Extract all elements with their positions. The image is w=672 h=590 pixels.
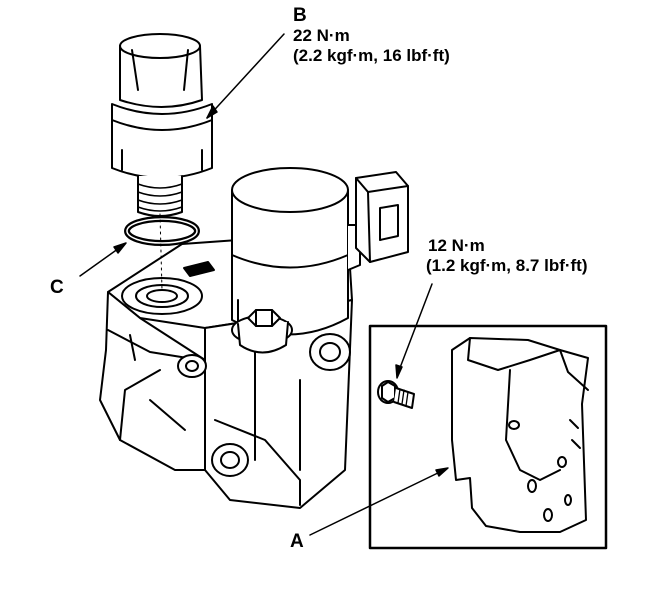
solenoid-cylinder [231, 167, 349, 336]
assembly-centerline [159, 213, 163, 291]
callout-b-label: B [293, 5, 307, 26]
callout-b-torque: 22 N·m [293, 26, 350, 45]
inset-bolt [377, 380, 415, 409]
callout-a-label: A [290, 531, 304, 552]
callout-b-torque-alt: (2.2 kgf·m, 16 lbf·ft) [293, 46, 450, 65]
callout-bolt-torque: 12 N·m [428, 236, 485, 255]
valve-body [99, 239, 353, 509]
solenoid-bolt [231, 309, 293, 354]
callout-bolt-torque-alt: (1.2 kgf·m, 8.7 lbf·ft) [426, 256, 588, 275]
solenoid-connector [347, 171, 409, 271]
callout-c-label: C [50, 277, 64, 298]
leader-lines [79, 33, 449, 536]
gasket-plate [451, 337, 589, 533]
o-ring [124, 216, 200, 246]
pressure-switch [111, 33, 213, 217]
